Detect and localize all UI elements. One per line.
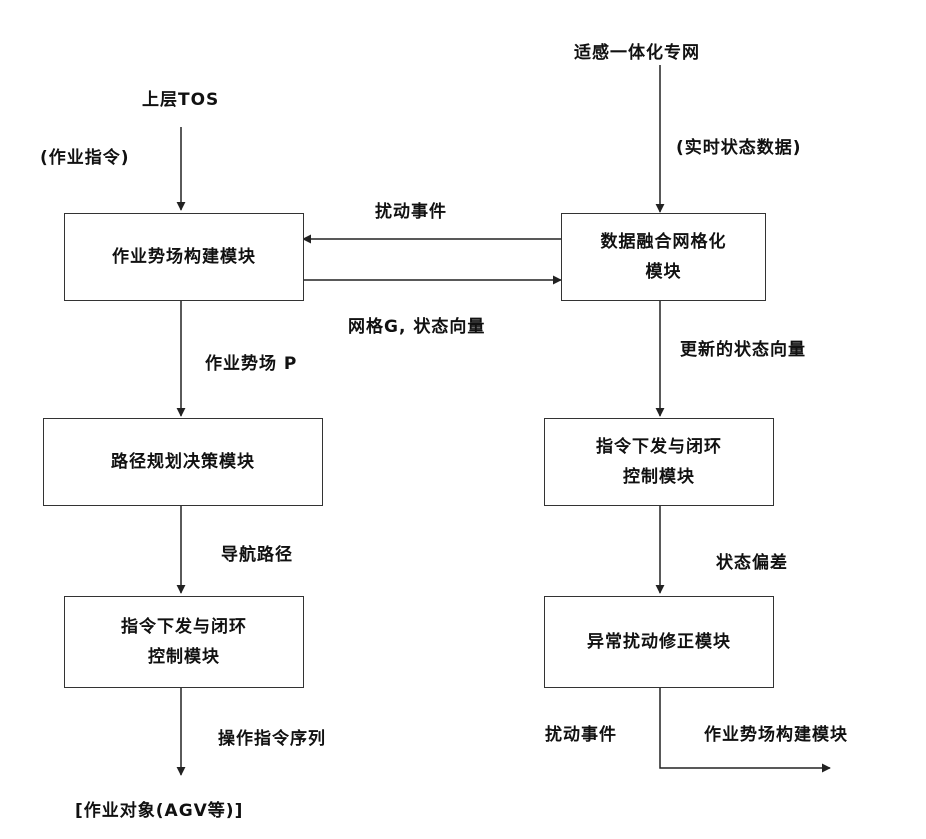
input-upper-tos: 上层TOS: [142, 85, 219, 110]
box-field-build-module: 作业势场构建模块: [64, 213, 304, 301]
input-realtime-state-data: (实时状态数据): [676, 133, 802, 158]
edge-label-updated-state-vector: 更新的状态向量: [680, 335, 806, 360]
box-field-build-label: 作业势场构建模块: [112, 242, 256, 272]
box-cmd-dispatch-right-label-2: 控制模块: [596, 462, 722, 492]
box-data-fusion-module: 数据融合网格化 模块: [561, 213, 766, 301]
box-data-fusion-label-1: 数据融合网格化: [601, 227, 727, 257]
box-cmd-dispatch-left-label-1: 指令下发与闭环: [121, 612, 247, 642]
input-adaptive-network: 适感一体化专网: [574, 38, 700, 63]
edge-label-disturbance-event-top: 扰动事件: [375, 197, 447, 222]
box-cmd-dispatch-left: 指令下发与闭环 控制模块: [64, 596, 304, 688]
output-job-objects: [作业对象(AGV等)]: [75, 796, 243, 821]
edge-label-nav-path: 导航路径: [221, 540, 293, 565]
edge-label-state-deviation: 状态偏差: [716, 548, 788, 573]
edge-label-disturbance-event-bottom: 扰动事件: [545, 720, 617, 745]
edge-label-to-field-build: 作业势场构建模块: [704, 720, 848, 745]
edge-label-grid-state-vector: 网格G, 状态向量: [348, 312, 485, 337]
box-path-planning-label: 路径规划决策模块: [111, 447, 255, 477]
box-anomaly-correction-label: 异常扰动修正模块: [587, 627, 731, 657]
edge-label-job-field-p: 作业势场 P: [205, 349, 297, 374]
box-anomaly-correction-module: 异常扰动修正模块: [544, 596, 774, 688]
input-job-command: (作业指令): [40, 143, 130, 168]
box-cmd-dispatch-left-label-2: 控制模块: [121, 642, 247, 672]
box-cmd-dispatch-right: 指令下发与闭环 控制模块: [544, 418, 774, 506]
box-data-fusion-label-2: 模块: [601, 257, 727, 287]
edge-label-op-cmd-sequence: 操作指令序列: [218, 724, 326, 749]
box-path-planning-module: 路径规划决策模块: [43, 418, 323, 506]
box-cmd-dispatch-right-label-1: 指令下发与闭环: [596, 432, 722, 462]
